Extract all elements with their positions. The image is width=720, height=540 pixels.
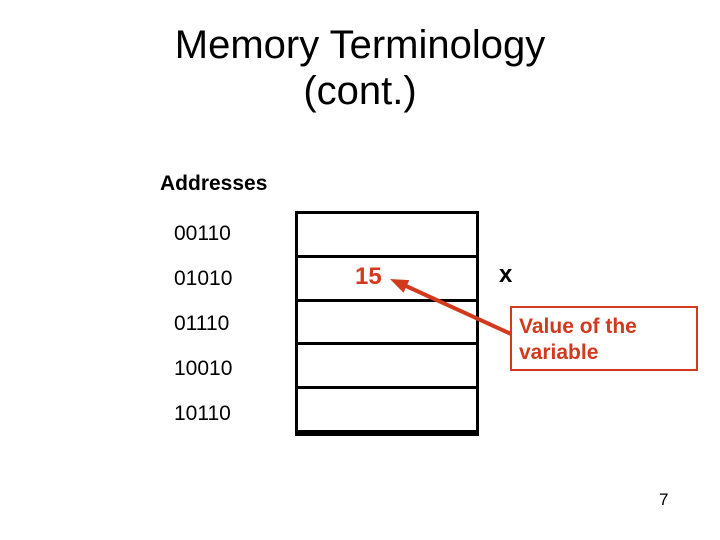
address-label-3: 10010 — [174, 356, 233, 380]
slide-title: Memory Terminology (cont.) — [0, 22, 720, 114]
slide-title-line2: (cont.) — [303, 69, 417, 113]
address-label-0: 00110 — [174, 221, 231, 245]
memory-cell-row-0 — [298, 214, 476, 258]
memory-cell-row-2 — [298, 302, 476, 346]
memory-cell-value: 15 — [355, 263, 382, 290]
memory-cell-row-3 — [298, 345, 476, 390]
memory-cell-row-1 — [298, 258, 476, 302]
memory-table: 15 — [295, 211, 479, 436]
address-label-4: 10110 — [174, 401, 231, 425]
variable-name-label: x — [499, 261, 513, 288]
address-label-1: 01010 — [174, 266, 233, 290]
address-label-2: 01110 — [174, 311, 230, 335]
page-number: 7 — [659, 490, 669, 509]
slide-title-line1: Memory Terminology — [174, 23, 546, 67]
value-callout-box: Value of the variable — [510, 306, 698, 371]
addresses-heading: Addresses — [160, 172, 268, 195]
memory-cell-row-4 — [298, 389, 476, 433]
